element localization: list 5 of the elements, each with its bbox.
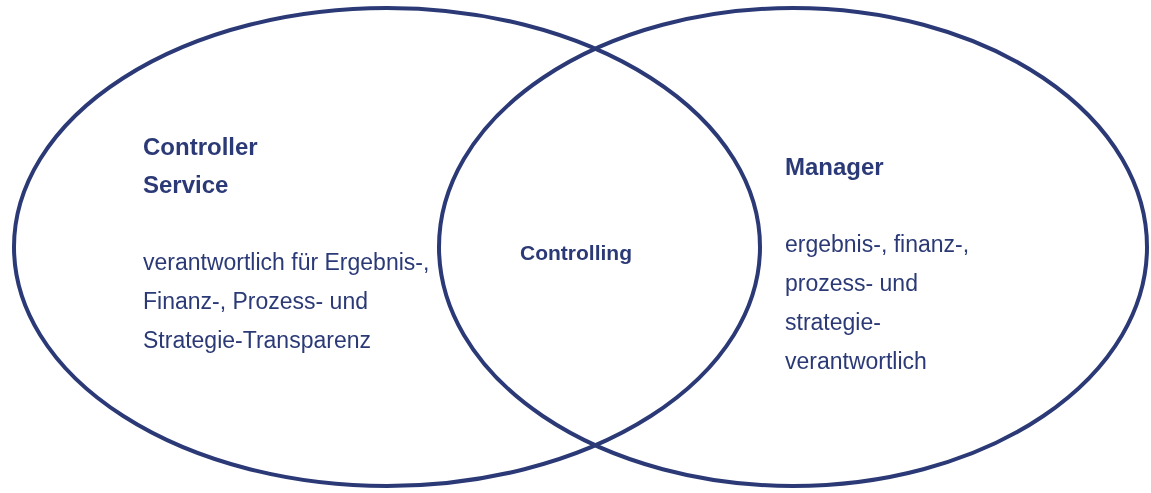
heading-text: Controller Service bbox=[143, 132, 259, 200]
heading-text: Manager bbox=[785, 152, 885, 182]
description-text: verantwortlich für Ergebnis-, Finanz-, Prozess- und Strategie-Transparenz bbox=[143, 248, 431, 355]
overlap-label: Controlling bbox=[520, 241, 632, 265]
description-text: ergebnis-, finanz-, prozess- und strategie- verantwortlich bbox=[785, 230, 971, 376]
